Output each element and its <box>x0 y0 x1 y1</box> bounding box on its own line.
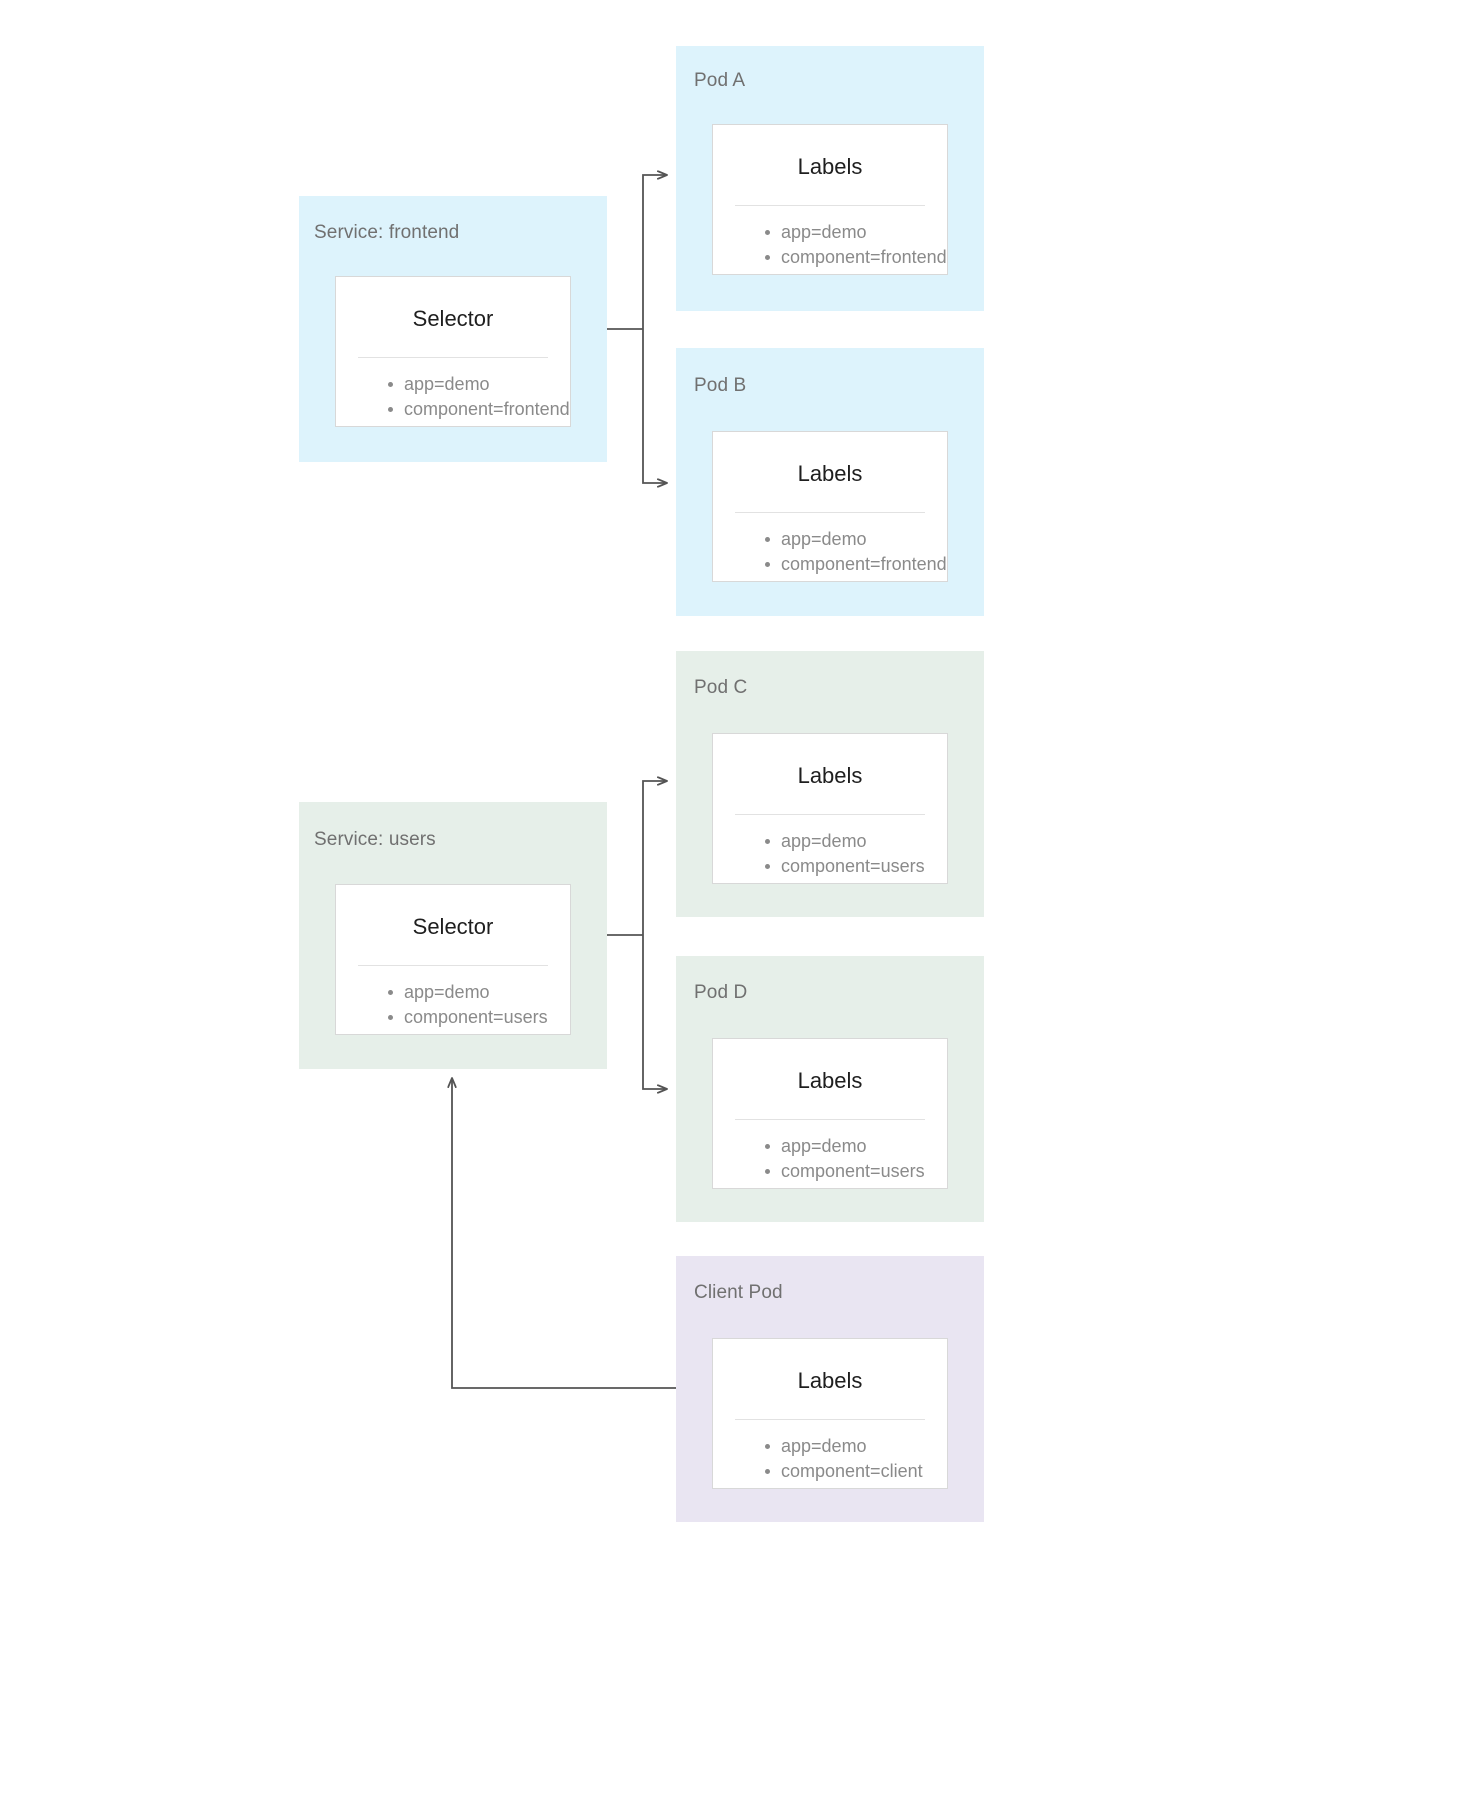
list-item: component=frontend <box>765 552 947 577</box>
group-title-service-frontend: Service: frontend <box>314 222 460 243</box>
card-divider <box>735 1119 925 1121</box>
list-item: app=demo <box>765 1434 947 1459</box>
group-pod-b[interactable]: Pod B Labels app=demo component=frontend <box>676 348 984 616</box>
card-title: Labels <box>797 1068 863 1093</box>
group-title-pod-a: Pod A <box>694 70 746 91</box>
list-item: app=demo <box>388 980 570 1005</box>
card-labels-client-pod[interactable]: Labels app=demo component=client <box>712 1338 948 1489</box>
card-label-list: app=demo component=frontend <box>713 513 947 577</box>
card-divider <box>735 814 925 816</box>
list-item: component=users <box>765 854 947 879</box>
list-item: component=frontend <box>765 245 947 270</box>
card-label-list: app=demo component=users <box>713 815 947 879</box>
connector-frontend-to-pod-b <box>642 329 667 483</box>
card-labels-pod-d[interactable]: Labels app=demo component=users <box>712 1038 948 1189</box>
card-selector-frontend[interactable]: Selector app=demo component=frontend <box>335 276 571 427</box>
card-title: Labels <box>797 1368 863 1393</box>
connector-users-to-pod-d <box>642 935 667 1089</box>
group-pod-a[interactable]: Pod A Labels app=demo component=frontend <box>676 46 984 311</box>
list-item: component=users <box>388 1005 570 1030</box>
group-pod-c[interactable]: Pod C Labels app=demo component=users <box>676 651 984 917</box>
card-title: Labels <box>797 763 863 788</box>
card-divider <box>735 1419 925 1421</box>
card-divider <box>358 965 548 967</box>
card-title: Selector <box>412 914 494 939</box>
card-label-list: app=demo component=frontend <box>713 206 947 270</box>
card-labels-pod-a[interactable]: Labels app=demo component=frontend <box>712 124 948 275</box>
card-label-list: app=demo component=frontend <box>336 358 570 422</box>
group-service-users[interactable]: Service: users Selector app=demo compone… <box>299 802 607 1069</box>
card-divider <box>735 512 925 514</box>
card-divider <box>735 205 925 207</box>
card-labels-pod-b[interactable]: Labels app=demo component=frontend <box>712 431 948 582</box>
group-title-pod-c: Pod C <box>694 677 748 698</box>
list-item: app=demo <box>765 1134 947 1159</box>
group-title-service-users: Service: users <box>314 829 436 850</box>
card-title: Labels <box>797 461 863 486</box>
card-title: Selector <box>412 306 494 331</box>
list-item: app=demo <box>765 829 947 854</box>
card-selector-users[interactable]: Selector app=demo component=users <box>335 884 571 1035</box>
group-pod-d[interactable]: Pod D Labels app=demo component=users <box>676 956 984 1222</box>
group-title-pod-b: Pod B <box>694 375 747 396</box>
card-label-list: app=demo component=users <box>336 966 570 1030</box>
card-label-list: app=demo component=client <box>713 1420 947 1484</box>
list-item: component=client <box>765 1459 947 1484</box>
connector-client-to-users <box>452 1078 676 1389</box>
group-title-client-pod: Client Pod <box>694 1282 783 1303</box>
group-client-pod[interactable]: Client Pod Labels app=demo component=cli… <box>676 1256 984 1522</box>
list-item: app=demo <box>765 527 947 552</box>
card-title: Labels <box>797 154 863 179</box>
list-item: component=users <box>765 1159 947 1184</box>
connector-frontend-to-pod-a <box>642 175 667 329</box>
list-item: component=frontend <box>388 397 570 422</box>
list-item: app=demo <box>765 220 947 245</box>
group-service-frontend[interactable]: Service: frontend Selector app=demo comp… <box>299 196 607 462</box>
connector-users-to-pod-c <box>642 781 667 935</box>
card-labels-pod-c[interactable]: Labels app=demo component=users <box>712 733 948 884</box>
group-title-pod-d: Pod D <box>694 982 748 1003</box>
card-divider <box>358 357 548 359</box>
list-item: app=demo <box>388 372 570 397</box>
card-label-list: app=demo component=users <box>713 1120 947 1184</box>
